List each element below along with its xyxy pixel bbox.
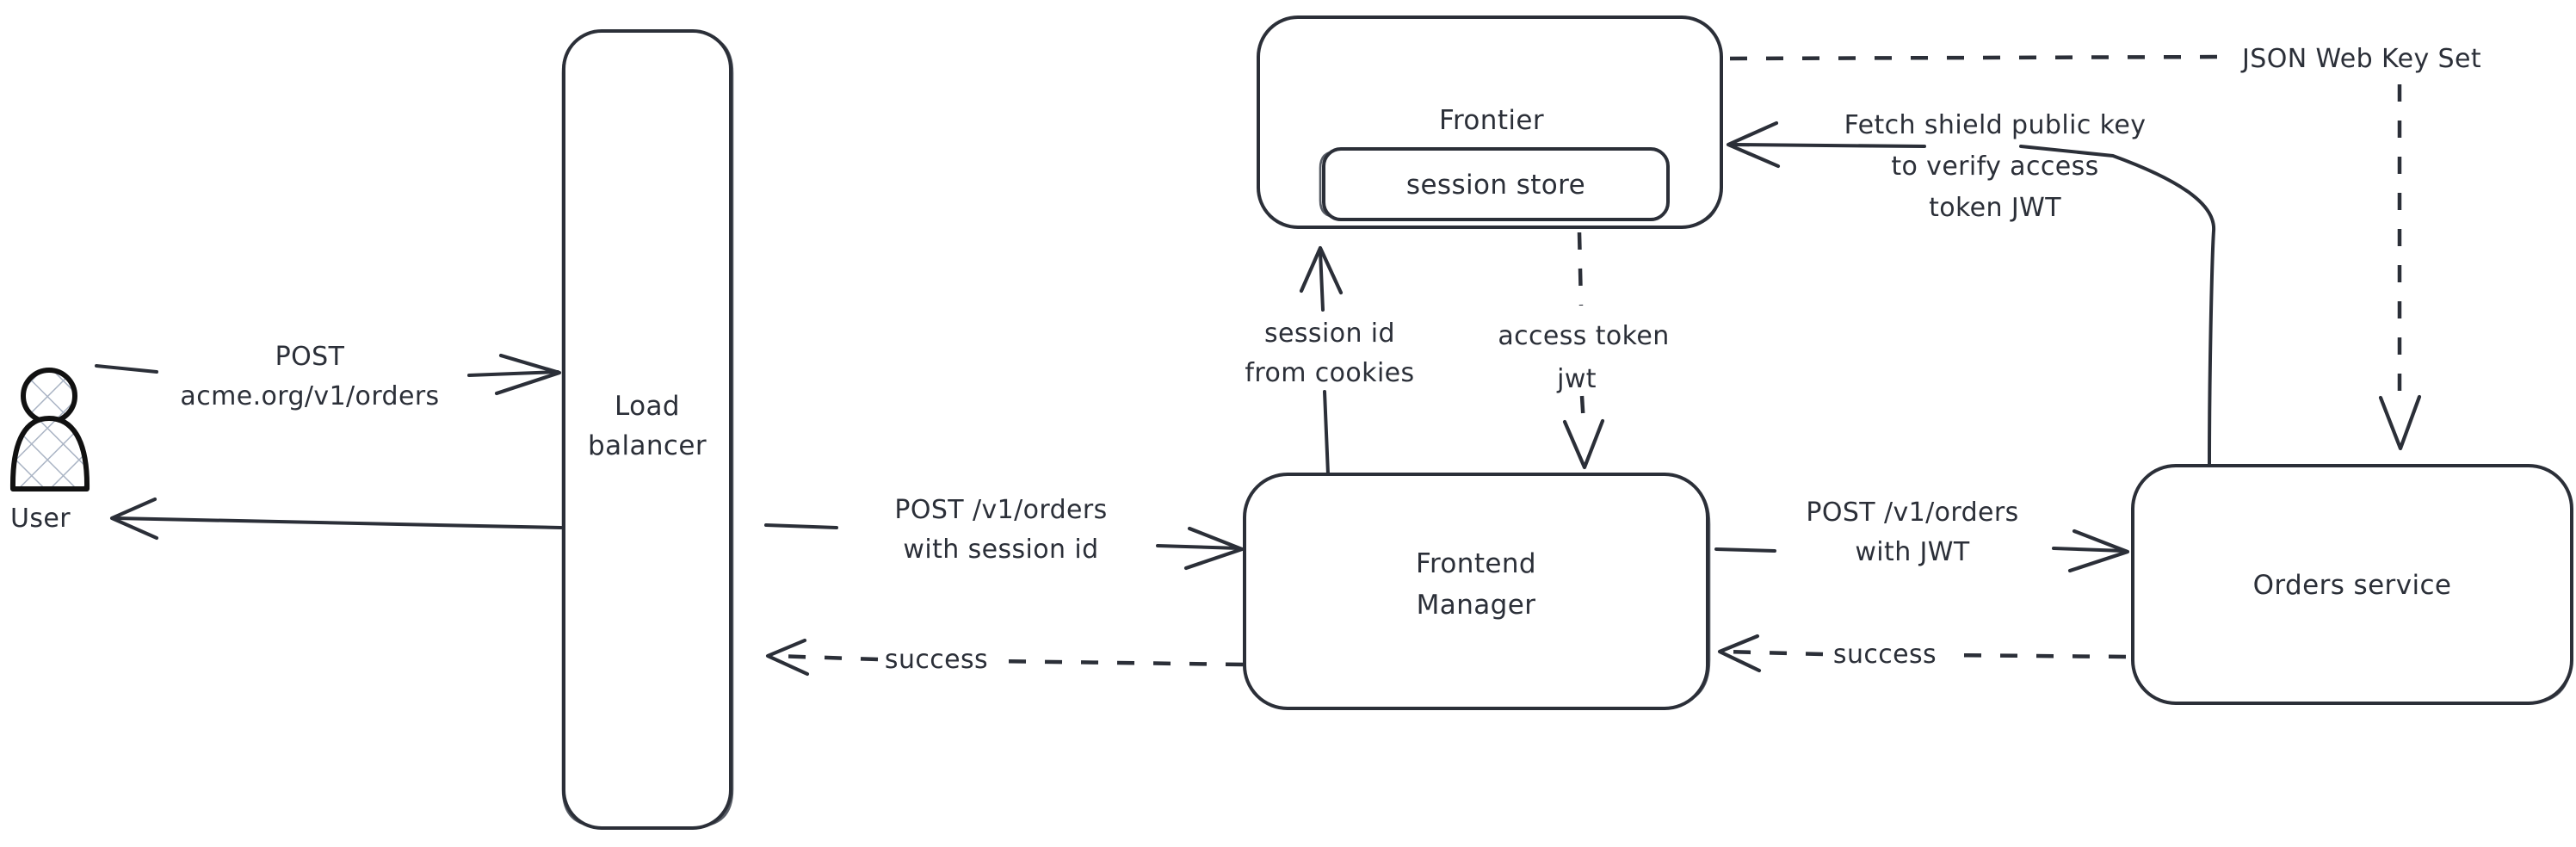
load-balancer-node[interactable]: Load balancer [561, 29, 734, 830]
edge-orders-to-fm-line-right [1946, 652, 2127, 659]
edge-frontier-to-fm-label-line1: access token [1498, 321, 1669, 351]
load-balancer-box [562, 29, 732, 830]
edge-load-balancer-to-frontend-manager: POST /v1/orders with session id [764, 495, 1245, 571]
edge-orders-to-fm-arrowhead [1717, 634, 1762, 673]
edge-fm-to-lb-arrowhead [765, 638, 810, 677]
edge-lb-to-fm-stub-left [764, 523, 838, 529]
edge-frontend-manager-to-load-balancer: success [765, 638, 1244, 677]
edge-frontier-to-orders-arrowhead [2378, 394, 2422, 451]
user-label: User [10, 504, 71, 534]
session-store-node[interactable]: session store [1319, 147, 1670, 221]
edge-user-to-lb-stub-left [95, 364, 158, 374]
edge-orders-to-fm-line-left [1722, 649, 1824, 657]
frontend-manager-node[interactable]: Frontend Manager [1243, 473, 1711, 710]
frontend-manager-box [1243, 473, 1709, 710]
edge-lb-to-fm-stub-right [1156, 544, 1241, 550]
edge-user-to-lb-label-line2: acme.org/v1/orders [180, 381, 439, 411]
edge-frontier-to-orders-line-horizontal [1729, 54, 2232, 61]
user-avatar-icon-body [9, 416, 90, 492]
edge-frontier-to-fm-line-lower [1579, 395, 1586, 425]
edge-load-balancer-to-user [109, 497, 563, 541]
session-store-label: session store [1406, 170, 1585, 201]
edge-user-to-lb-arrowhead [494, 353, 562, 396]
edge-orders-to-frontier-label-line1: Fetch shield public key [1844, 110, 2147, 140]
edge-fm-to-orders-stub-right [2052, 547, 2126, 553]
load-balancer-label-line1: Load [615, 391, 680, 422]
edge-fm-to-frontier-line-upper [1319, 250, 1325, 312]
user-avatar-icon-head [21, 368, 77, 424]
edge-fm-to-orders-stub-left [1714, 547, 1776, 553]
frontend-manager-label-line1: Frontend [1416, 548, 1536, 579]
edge-orders-to-frontier-label-line3: token JWT [1929, 193, 2061, 223]
frontend-manager-label-line2: Manager [1417, 590, 1536, 621]
edge-lb-to-fm-label-line1: POST /v1/orders [894, 495, 1107, 525]
orders-service-box [2131, 464, 2573, 705]
edge-orders-to-frontier-line [2019, 145, 2216, 467]
edge-lb-to-user-arrowhead [109, 497, 159, 541]
edge-fm-to-orders-label-line2: with JWT [1855, 537, 1969, 567]
edge-lb-to-fm-arrowhead [1183, 526, 1245, 571]
user-node[interactable]: User [9, 368, 90, 534]
edge-fm-to-orders-label-line1: POST /v1/orders [1806, 498, 2018, 528]
edge-fm-to-frontier-line-lower [1323, 390, 1330, 476]
edge-frontier-to-fm-arrowhead [1562, 418, 1605, 470]
edge-user-to-load-balancer: POST acme.org/v1/orders [95, 342, 562, 411]
frontier-label: Frontier [1439, 105, 1544, 136]
edge-orders-to-fm-label: success [1833, 640, 1937, 670]
edge-lb-to-user-line [114, 516, 563, 529]
edge-user-to-lb-stub-right [467, 370, 559, 377]
edge-fm-to-frontier-arrowhead [1299, 245, 1344, 295]
frontier-node[interactable]: Frontier session store [1257, 15, 1723, 229]
edge-fm-to-lb-line-left [774, 653, 879, 662]
edge-fm-to-orders-arrowhead [2067, 529, 2130, 573]
edge-frontier-to-frontend-manager: access token jwt [1498, 232, 1669, 470]
edge-frontier-to-fm-label-line2: jwt [1556, 364, 1597, 394]
edge-frontier-to-orders-service: JSON Web Key Set [1729, 44, 2481, 451]
edge-frontier-to-fm-line-upper [1577, 232, 1584, 306]
edge-fm-to-frontier-label-line2: from cookies [1245, 358, 1414, 388]
orders-service-label: Orders service [2253, 570, 2452, 601]
edge-orders-to-frontier-label-line2: to verify access [1891, 151, 2098, 182]
edge-fm-to-lb-label: success [885, 645, 988, 675]
edge-frontend-manager-to-frontier: session id from cookies [1245, 245, 1414, 476]
edge-user-to-lb-label-line1: POST [275, 342, 345, 372]
orders-service-node[interactable]: Orders service [2131, 464, 2573, 705]
edge-orders-service-to-frontend-manager: success [1717, 634, 2127, 673]
edge-orders-service-to-frontier: Fetch shield public key to verify access… [1726, 110, 2216, 467]
edge-orders-to-frontier-stub [1730, 143, 1926, 148]
session-store-box [1322, 147, 1670, 221]
load-balancer-label-line2: balancer [588, 430, 707, 461]
edge-fm-to-frontier-label-line1: session id [1264, 318, 1395, 349]
edge-frontend-manager-to-orders-service: POST /v1/orders with JWT [1714, 498, 2130, 573]
edge-fm-to-lb-line-right [993, 658, 1244, 667]
edge-frontier-to-orders-label: JSON Web Key Set [2240, 44, 2481, 74]
edge-orders-to-frontier-arrowhead [1726, 121, 1781, 169]
edge-lb-to-fm-label-line2: with session id [903, 535, 1098, 565]
